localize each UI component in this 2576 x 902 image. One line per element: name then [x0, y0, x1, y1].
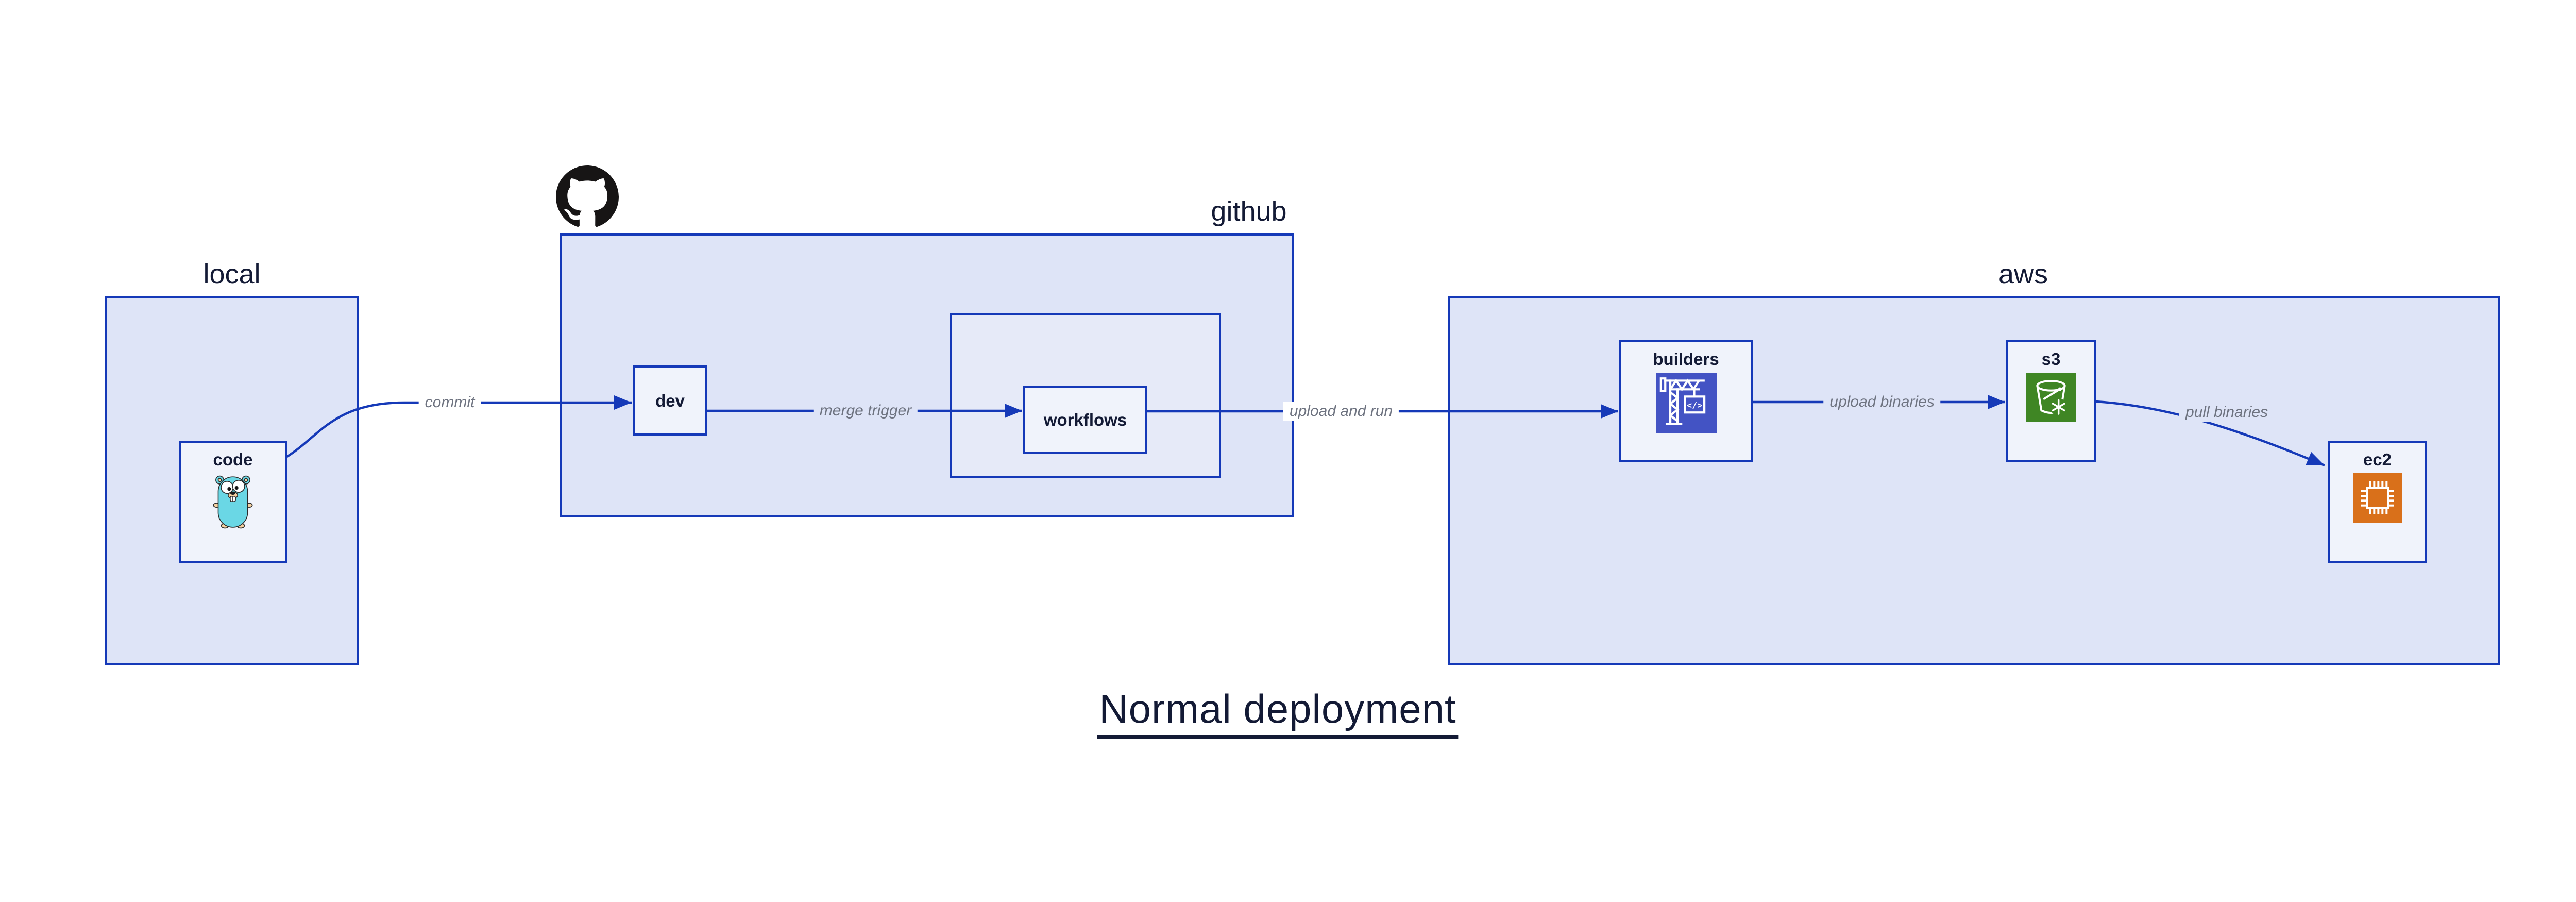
dev-branch-node: dev — [633, 365, 707, 436]
code-node: code — [179, 441, 287, 563]
go-gopher-icon — [213, 473, 253, 531]
github-container-label: github — [1211, 196, 1287, 227]
ec2-chip-icon — [2352, 473, 2402, 525]
builders-node-label: builders — [1653, 349, 1719, 369]
s3-glacier-bucket-icon — [2026, 373, 2076, 425]
workflows-node: workflows — [1023, 386, 1147, 454]
aws-container-label: aws — [1998, 259, 2048, 290]
codebuild-code-glyph: </> — [1686, 400, 1702, 410]
s3-node: s3 — [2006, 340, 2096, 462]
workflows-node-label: workflows — [1043, 410, 1127, 429]
ec2-node-label: ec2 — [2363, 450, 2392, 469]
dev-node-label: dev — [655, 391, 685, 410]
github-octocat-icon — [556, 165, 619, 231]
builders-node: builders </> — [1619, 340, 1753, 462]
code-node-label: code — [213, 450, 253, 469]
diagram-title: Normal deployment — [1097, 689, 1459, 739]
codebuild-crane-icon: </> — [1655, 373, 1717, 436]
pull-binaries-edge-label: pull binaries — [2179, 403, 2275, 422]
commit-edge-label: commit — [418, 393, 481, 412]
local-container-label: local — [203, 259, 261, 290]
s3-node-label: s3 — [2041, 349, 2061, 369]
upload-and-run-edge-label: upload and run — [1283, 402, 1399, 421]
ec2-node: ec2 — [2328, 441, 2427, 563]
merge-trigger-edge-label: merge trigger — [813, 401, 918, 421]
upload-binaries-edge-label: upload binaries — [1823, 392, 1941, 412]
